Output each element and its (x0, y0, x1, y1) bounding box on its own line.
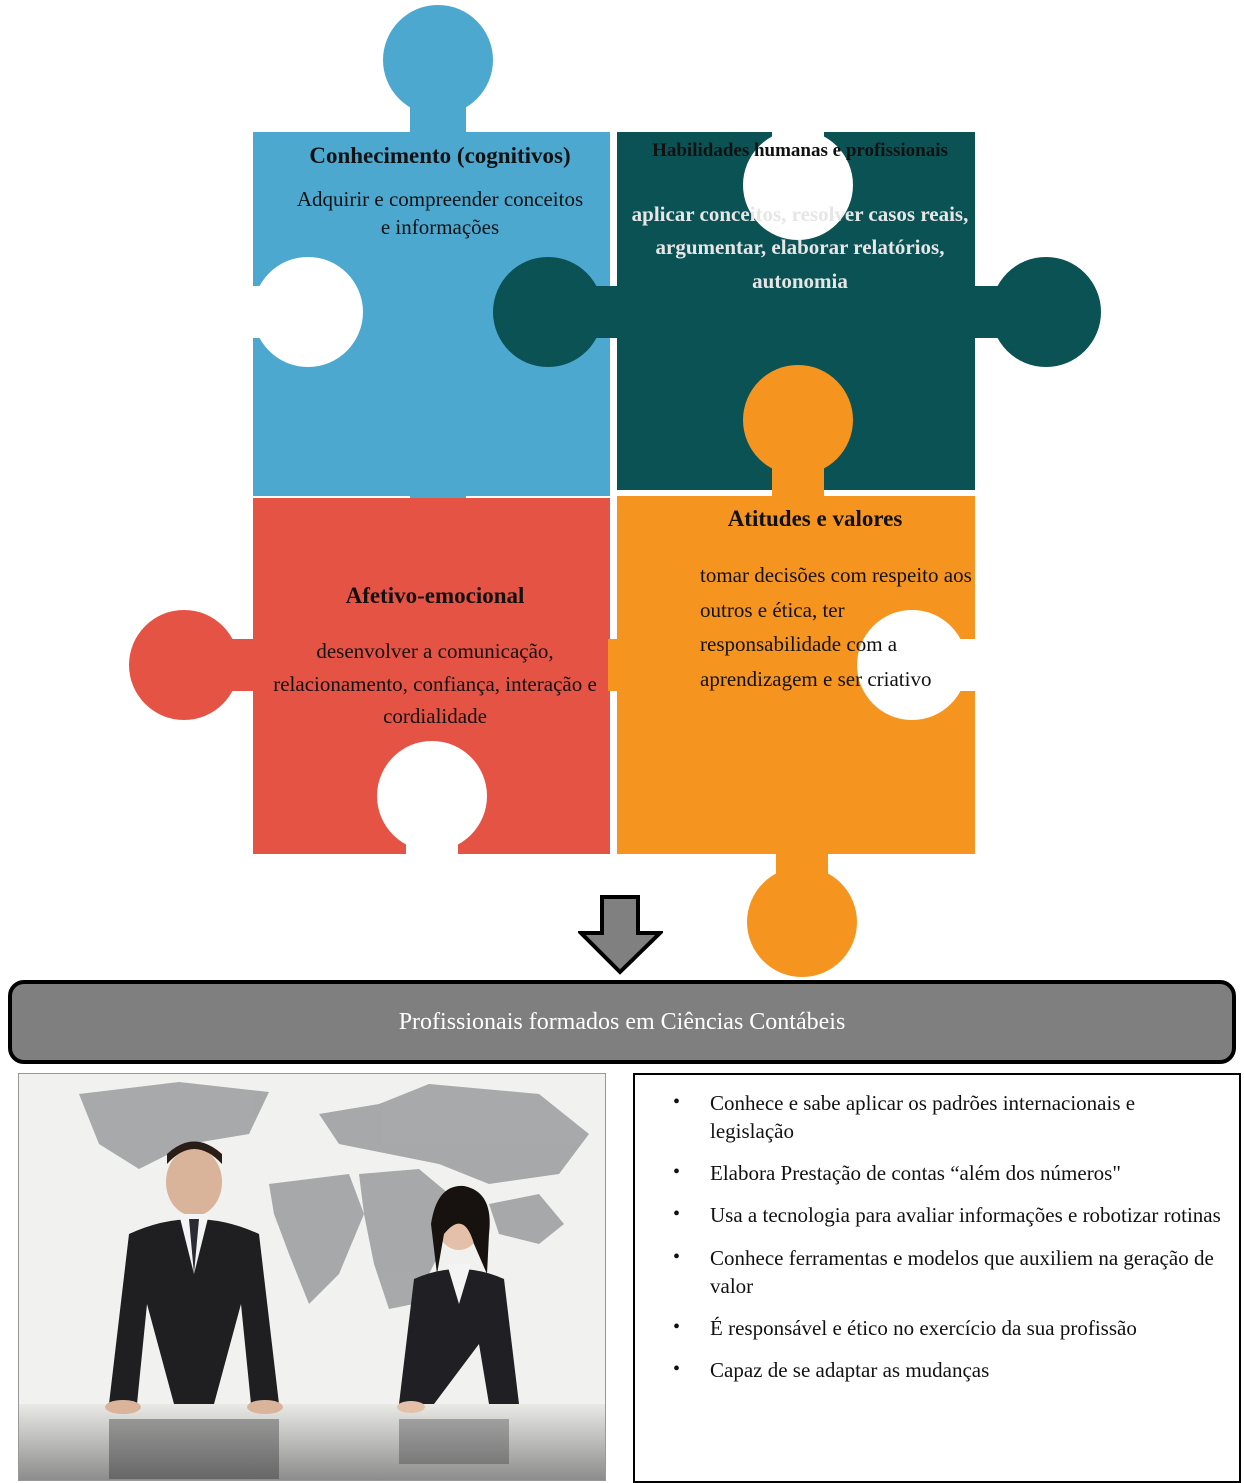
man-figure (105, 1141, 283, 1414)
photo-illustration (19, 1074, 605, 1480)
attitudes-title: Atitudes e valores (727, 506, 903, 531)
affective-text: Afetivo-emocional desenvolver a comunica… (270, 580, 600, 733)
trait-item: Capaz de se adaptar as mudanças (653, 1356, 1221, 1384)
traits-box: Conhece e sabe aplicar os padrões intern… (633, 1073, 1241, 1483)
graduates-banner: Profissionais formados em Ciências Contá… (8, 980, 1236, 1064)
banner-text: Profissionais formados em Ciências Contá… (398, 1008, 846, 1035)
knowledge-body: Adquirir e compreender conceitos e infor… (296, 187, 584, 240)
puzzle-piece-affective (129, 498, 610, 858)
trait-item: Conhece ferramentas e modelos que auxili… (653, 1244, 1221, 1300)
trait-item: Conhece e sabe aplicar os padrões intern… (653, 1089, 1221, 1145)
down-arrow-icon (578, 895, 663, 975)
attitudes-text: Atitudes e valores tomar decisões com re… (700, 503, 980, 697)
world-map-shape (79, 1082, 589, 1309)
skills-text: Habilidades humanas e profissionais apli… (620, 138, 980, 298)
puzzle-piece-attitudes (608, 365, 980, 977)
knowledge-text: Conhecimento (cognitivos) Adquirir e com… (295, 140, 585, 242)
trait-item: Elabora Prestação de contas “além dos nú… (653, 1159, 1221, 1187)
trait-item: Usa a tecnologia para avaliar informaçõe… (653, 1201, 1221, 1229)
skills-body: aplicar conceitos, resolver casos reais,… (631, 201, 969, 293)
knowledge-title: Conhecimento (cognitivos) (309, 143, 571, 168)
woman-figure (397, 1185, 519, 1413)
affective-title: Afetivo-emocional (345, 583, 525, 608)
traits-list: Conhece e sabe aplicar os padrões intern… (653, 1089, 1221, 1384)
professionals-photo (18, 1073, 606, 1481)
skills-title: Habilidades humanas e profissionais (652, 140, 948, 161)
trait-item: É responsável e ético no exercício da su… (653, 1314, 1221, 1342)
competency-puzzle (129, 5, 1101, 977)
attitudes-body: tomar decisões com respeito aos outros e… (700, 563, 972, 691)
affective-body: desenvolver a comunicação, relacionament… (273, 639, 597, 729)
